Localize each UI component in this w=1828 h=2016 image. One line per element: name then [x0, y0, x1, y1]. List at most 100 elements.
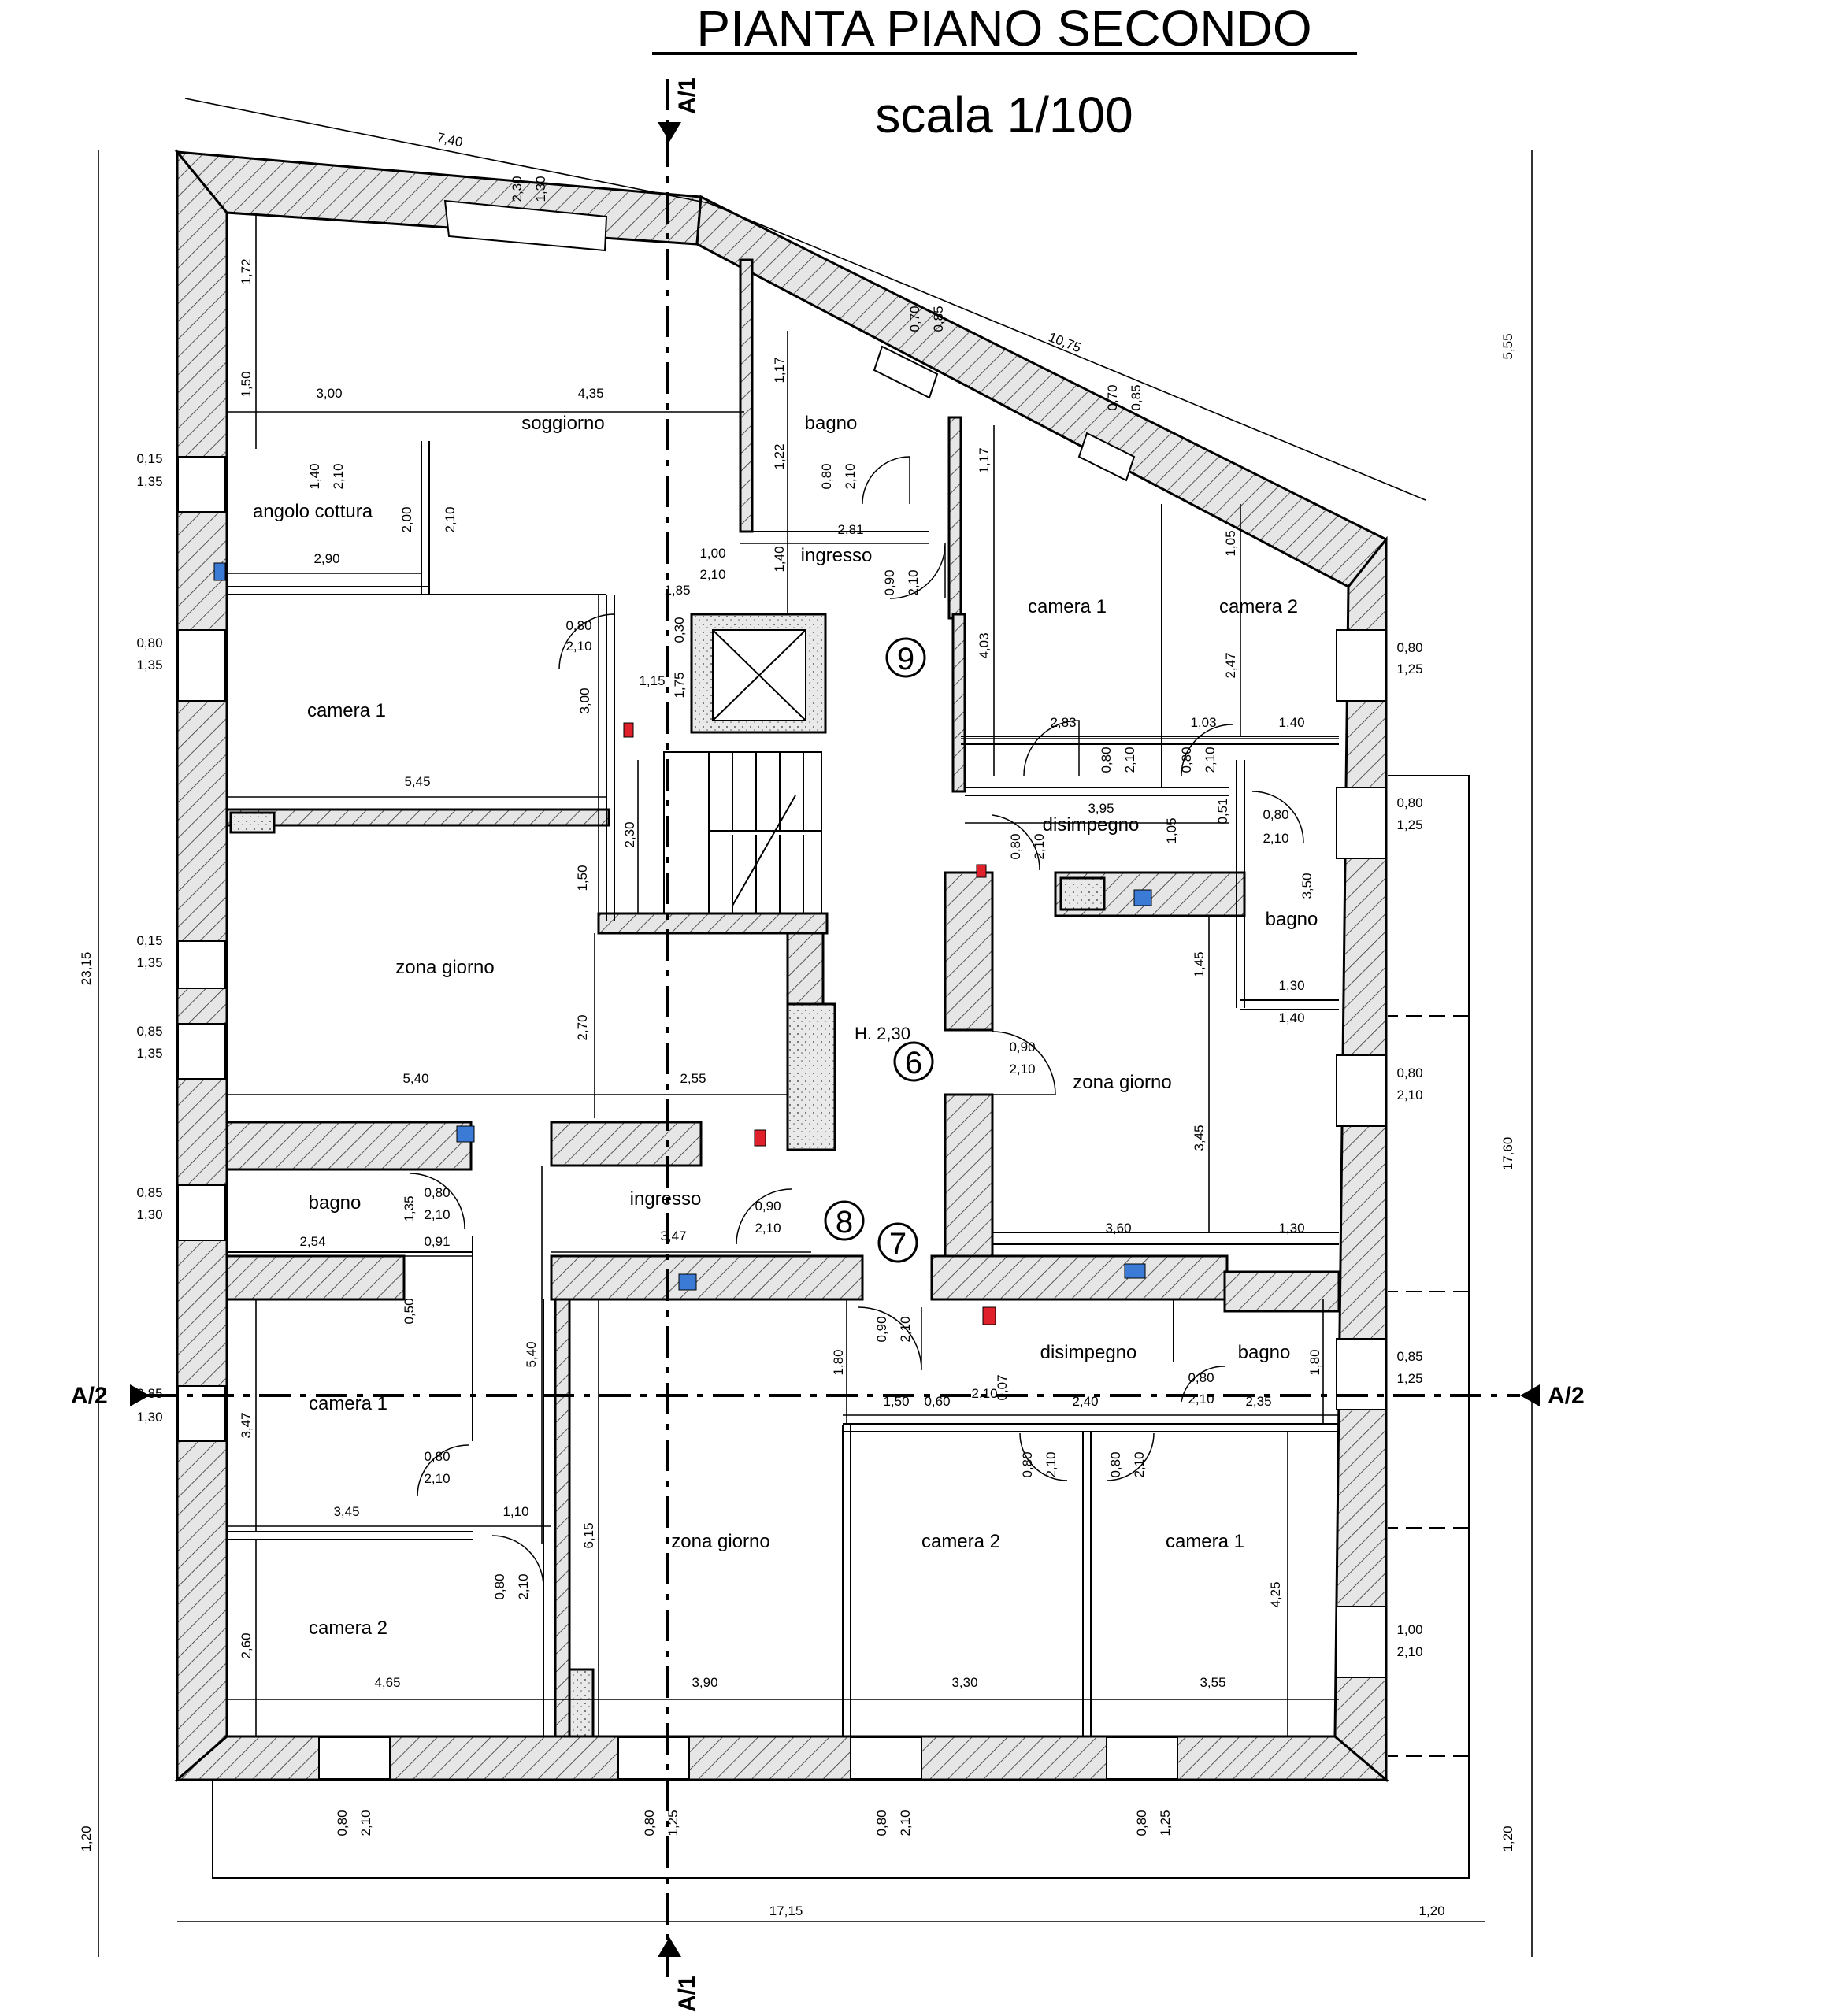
dimension-label: 2,10 [1263, 831, 1288, 846]
dimension-label: 1,50 [575, 865, 590, 891]
dimension-label: 1,75 [672, 672, 687, 698]
room-label: soggiorno [521, 413, 604, 434]
room-label: zona giorno [1073, 1072, 1171, 1093]
room-label: camera 2 [921, 1531, 1000, 1552]
dimension-label: 4,35 [577, 386, 603, 401]
dimension-label: 2,60 [239, 1632, 254, 1658]
unit-marker-9: 9 [885, 637, 926, 678]
dimension-lines [98, 98, 1533, 1957]
dimension-label: 0,85 [1129, 384, 1144, 410]
partitions [227, 441, 1339, 1736]
dimension-label: 3,30 [951, 1675, 977, 1690]
dimension-label: 0,80 [642, 1810, 657, 1836]
drawing-title: PIANTA PIANO SECONDO [696, 0, 1311, 57]
dimension-label: 0,80 [1134, 1810, 1149, 1836]
dimension-label: 1,25 [1158, 1810, 1173, 1836]
dimension-label: 0,85 [136, 1185, 162, 1200]
room-label: disimpegno [1040, 1342, 1137, 1363]
dimension-label: 1,30 [533, 176, 548, 202]
dimension-label: 1,40 [772, 546, 787, 572]
section-a2-right: A/2 [1548, 1383, 1585, 1409]
dimension-label: 2,10 [1396, 1088, 1422, 1102]
dimension-label: 1,00 [699, 546, 725, 561]
dimension-label: 1,25 [1396, 817, 1422, 832]
dimension-label: 0,90 [1009, 1040, 1035, 1054]
dimension-label: 0,80 [335, 1810, 350, 1836]
dimension-label: 1,15 [639, 673, 665, 688]
dimension-label: 0,15 [136, 933, 162, 948]
dimension-label: 6,15 [581, 1522, 596, 1548]
dimension-label: 0,30 [672, 617, 687, 643]
dimension-label: 0,80 [424, 1185, 450, 1200]
dimension-label: 1,40 [307, 463, 322, 489]
room-label: camera 2 [1219, 596, 1298, 617]
dimension-label: 3,47 [239, 1412, 254, 1438]
room-label: camera 1 [309, 1393, 387, 1414]
dimension-label: 0,51 [1215, 798, 1230, 824]
dimension-label: 2,10 [1032, 833, 1047, 859]
dimension-label: 2,30 [622, 821, 637, 847]
dimension-label: 0,80 [1396, 795, 1422, 810]
dimension-label: 0,70 [1105, 384, 1120, 410]
dimension-label: 2,10 [1132, 1451, 1147, 1477]
dimension-label: 2,90 [313, 551, 339, 566]
dimension-label: 1,30 [1278, 978, 1304, 993]
dimension-label: 0,85 [136, 1386, 162, 1401]
dimension-label: 0,80 [1179, 747, 1194, 773]
dimension-label: 4,65 [374, 1675, 400, 1690]
unit-number: 8 [836, 1205, 853, 1240]
dimension-label: 1,85 [664, 583, 690, 598]
dimension-label: 2,10 [1009, 1062, 1035, 1077]
ceiling-height-label: H. 2,30 [855, 1024, 910, 1043]
section-a2-left: A/2 [71, 1383, 108, 1409]
dimension-label: 3,95 [1088, 801, 1114, 816]
dimension-label: 0,07 [995, 1374, 1010, 1400]
dimension-label: 2,54 [299, 1234, 325, 1249]
room-label: ingresso [801, 545, 873, 566]
dimension-label: 0,80 [1263, 807, 1288, 822]
unit-marker-6: 6 [893, 1041, 934, 1082]
dimension-label: 1,50 [239, 371, 254, 397]
unit-number: 7 [889, 1227, 907, 1262]
dimension-label: 2,55 [680, 1071, 706, 1086]
dimension-label: 2,10 [906, 569, 921, 595]
dimension-label: 2,10 [1203, 747, 1218, 773]
interior-walls [225, 258, 1340, 1738]
windows [177, 199, 1386, 1780]
dimension-label: 2,40 [1072, 1394, 1098, 1409]
dimension-label: 0,90 [755, 1199, 781, 1214]
dimension-label: 3,00 [577, 687, 592, 713]
dimension-label: 1,00 [1396, 1622, 1422, 1637]
dimension-label: 3,00 [316, 386, 342, 401]
dimension-label: 3,55 [1200, 1675, 1225, 1690]
room-label: camera 1 [307, 700, 386, 721]
dimension-label: 2,10 [1396, 1644, 1422, 1659]
dimension-label: 1,17 [977, 447, 992, 473]
dimension-label: 7,40 [436, 130, 464, 150]
staircase [663, 751, 822, 914]
room-label: ingresso [630, 1188, 702, 1210]
dimension-label: 1,25 [666, 1810, 680, 1836]
dimension-label: 1,72 [239, 258, 254, 284]
dimension-label: 0,85 [1396, 1349, 1422, 1364]
room-label: angolo cottura [253, 501, 373, 522]
room-label: disimpegno [1043, 814, 1140, 836]
room-label: zona giorno [395, 957, 494, 978]
room-label: camera 1 [1028, 596, 1107, 617]
dimension-label: 0,80 [1396, 1065, 1422, 1080]
room-label: bagno [309, 1192, 362, 1214]
dimension-label: 1,35 [136, 474, 162, 489]
dimension-label: 0,80 [874, 1810, 889, 1836]
flues [213, 562, 1152, 1738]
dimension-label: 2,10 [565, 639, 591, 654]
dimension-label: 2,10 [424, 1471, 450, 1486]
balconies [212, 775, 1470, 1879]
dimension-label: 1,45 [1192, 951, 1207, 977]
dimension-label: 5,55 [1500, 333, 1515, 359]
dimension-label: 1,17 [772, 357, 787, 383]
dimension-label: 0,80 [1108, 1451, 1123, 1477]
dimension-label: 2,10 [443, 506, 458, 532]
dimension-label: 1,30 [136, 1410, 162, 1425]
dimension-label: 1,10 [502, 1504, 528, 1519]
